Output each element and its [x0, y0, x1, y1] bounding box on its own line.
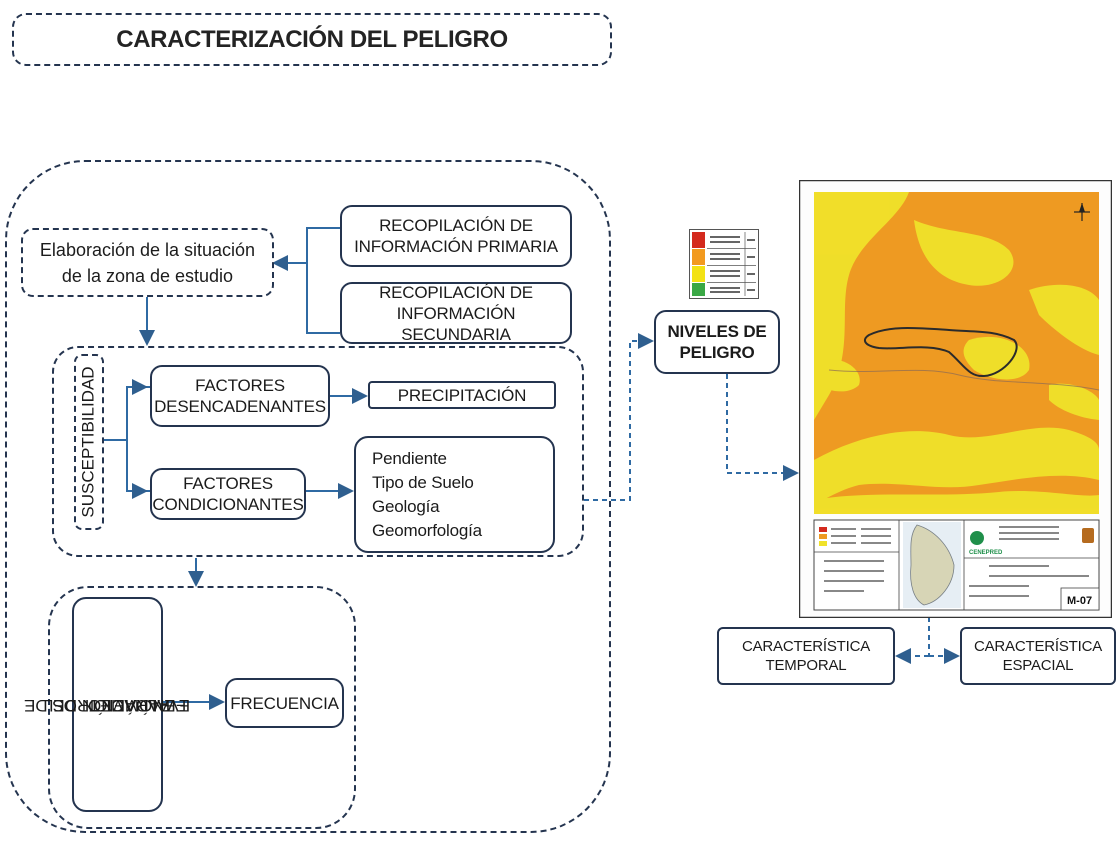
condicionantes-box: FACTORES CONDICIONANTES — [150, 468, 306, 520]
temporal-line-2: TEMPORAL — [765, 657, 847, 674]
niveles-legend-thumbnail — [689, 229, 759, 299]
info-secundaria-box: RECOPILACIÓN DE INFORMACIÓN SECUNDARIA — [340, 282, 572, 344]
cenepred-logo-icon — [970, 531, 984, 545]
caracteristica-temporal-box: CARACTERÍSTICA TEMPORAL — [717, 627, 895, 685]
frecuencia-box: FRECUENCIA — [225, 678, 344, 728]
info-primaria-line-2: INFORMACIÓN PRIMARIA — [354, 237, 558, 256]
elaboracion-line-1: Elaboración de la situación — [39, 239, 256, 260]
parametros-label-wrap: PARÁMETROS DE EVALUACIÓN DEL FENÓMENO — [24, 597, 190, 812]
espacial-line-2: ESPACIAL — [1002, 657, 1074, 674]
list-geologia: Geología — [372, 496, 440, 516]
legend-swatch-high — [692, 249, 705, 265]
legend-swatch-low — [692, 283, 705, 296]
info-primaria-line-1: RECOPILACIÓN DE — [379, 216, 533, 235]
page-title: CARACTERIZACIÓN DEL PELIGRO — [116, 26, 508, 53]
condicionantes-line-2: CONDICIONANTES — [152, 495, 304, 514]
niveles-line-2: PELIGRO — [679, 343, 755, 362]
legend-swatch-very-high — [692, 232, 705, 248]
parametros-box — [72, 597, 163, 812]
map-area-medium — [814, 192, 1099, 514]
desencadenantes-line-2: DESENCADENANTES — [154, 397, 326, 416]
susceptibilidad-frame — [52, 346, 584, 557]
parametros-line-3: FENÓMENO — [88, 695, 187, 715]
desencadenantes-box: FACTORES DESENCADENANTES — [150, 365, 330, 427]
caracteristica-espacial-box: CARACTERÍSTICA ESPACIAL — [960, 627, 1116, 685]
legend-swatch-medium — [692, 266, 705, 282]
precipitacion-box: PRECIPITACIÓN — [368, 381, 556, 409]
desencadenantes-line-1: FACTORES — [195, 376, 285, 395]
elaboracion-box — [21, 228, 274, 297]
susceptibilidad-label-wrap: SUSCEPTIBILIDAD — [74, 354, 104, 530]
info-secundaria-line-1: RECOPILACIÓN DE — [379, 282, 533, 302]
condicionantes-line-1: FACTORES — [183, 474, 273, 493]
info-secundaria-line-2: INFORMACIÓN SECUNDARIA — [396, 303, 516, 344]
cenepred-logo-text: CENEPRED — [969, 550, 1003, 556]
list-pendiente: Pendiente — [372, 448, 447, 468]
region-shield-icon — [1082, 528, 1094, 543]
elaboracion-line-2: de la zona de estudio — [61, 265, 234, 286]
espacial-line-1: CARACTERÍSTICA — [973, 638, 1103, 655]
map-code: M-07 — [1067, 595, 1092, 607]
title-frame — [12, 13, 612, 66]
north-arrow-icon — [1074, 203, 1090, 221]
list-tipo-suelo: Tipo de Suelo — [372, 472, 474, 492]
precipitacion-label: PRECIPITACIÓN — [397, 385, 527, 405]
parametros-label: PARÁMETROS DE EVALUACIÓN DEL FENÓMENO — [24, 631, 190, 777]
condicionantes-list-box: Pendiente Tipo de Suelo Geología Geomorf… — [354, 436, 555, 553]
niveles-peligro-box: NIVELES DE PELIGRO — [654, 310, 780, 374]
study-area-outline — [863, 327, 1018, 378]
niveles-line-1: NIVELES DE — [667, 322, 767, 341]
susceptibilidad-box — [74, 354, 104, 530]
frecuencia-label: FRECUENCIA — [230, 693, 339, 713]
list-geomorfologia: Geomorfología — [372, 520, 482, 540]
hazard-map-thumbnail: CENEPRED M-07 — [799, 180, 1112, 618]
parametros-frame — [48, 586, 356, 829]
elaboracion-text: Elaboración de la situación de la zona d… — [21, 228, 274, 297]
info-primaria-box: RECOPILACIÓN DE INFORMACIÓN PRIMARIA — [340, 205, 572, 267]
temporal-line-1: CARACTERÍSTICA — [741, 638, 871, 655]
susceptibilidad-label: SUSCEPTIBILIDAD — [79, 366, 98, 518]
